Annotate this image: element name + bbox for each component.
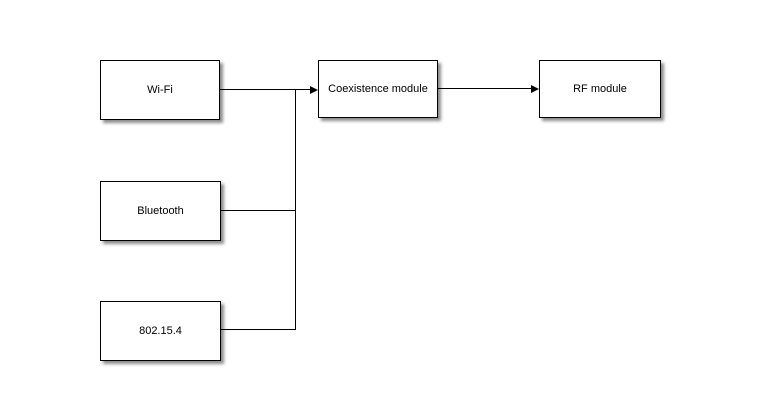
block-coexistence-module-label: Coexistence module: [328, 83, 428, 95]
block-802-15-4: 802.15.4: [100, 301, 221, 361]
connector-wifi-to-coexistence: [220, 89, 311, 90]
block-bluetooth-label: Bluetooth: [137, 205, 184, 217]
block-wifi-label: Wi-Fi: [147, 84, 173, 96]
connector-bluetooth-to-trunk: [221, 210, 296, 211]
block-802-15-4-label: 802.15.4: [139, 325, 182, 337]
block-rf-module-label: RF module: [573, 83, 627, 95]
arrowhead-into-rf-icon: [531, 85, 539, 93]
connector-coexistence-to-rf: [438, 88, 532, 89]
arrowhead-into-coexistence-icon: [310, 86, 318, 94]
block-rf-module: RF module: [539, 60, 661, 118]
block-bluetooth: Bluetooth: [100, 181, 221, 241]
connector-trunk-vertical: [295, 89, 296, 330]
connector-802-15-4-to-trunk: [221, 329, 296, 330]
block-wifi: Wi-Fi: [100, 60, 220, 120]
block-coexistence-module: Coexistence module: [318, 60, 438, 118]
